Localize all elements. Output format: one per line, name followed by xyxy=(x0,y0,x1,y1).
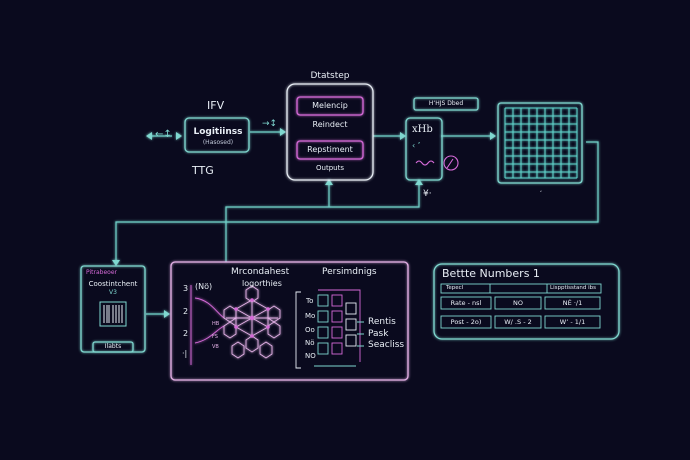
table-panel xyxy=(433,263,620,340)
module-subtitle: logorthies xyxy=(242,279,282,288)
logistics-subtitle: (Hasosed) xyxy=(202,139,234,146)
permutation-title: Persimdnigs xyxy=(322,267,377,277)
network-graph xyxy=(190,285,281,365)
axis-num-3: 3 xyxy=(183,284,189,293)
output-pask: Pask xyxy=(368,329,389,339)
table-rules xyxy=(440,283,602,329)
datastep-box xyxy=(286,83,374,181)
row-label-no: NO xyxy=(305,352,316,360)
table-title: Bettte Numbers 1 xyxy=(442,267,540,280)
ifv-label: IFV xyxy=(207,99,225,112)
mid-arrow-glyph: →↕ xyxy=(262,119,278,129)
line-grid-loop xyxy=(115,141,599,262)
repstiment-label: Repstiment xyxy=(307,145,353,154)
table-cell: W’ - 1/1 xyxy=(559,318,586,326)
connectors xyxy=(115,131,599,315)
transcript-footer: Ilabts xyxy=(104,343,122,350)
boxes xyxy=(80,83,620,381)
module-title: Mrcondahest xyxy=(231,267,290,277)
table-cell: Post - 2o) xyxy=(450,318,482,326)
network-nodes xyxy=(234,298,270,338)
left-arrow-glyph: ←↕ xyxy=(155,129,172,140)
datastep-title: Dtatstep xyxy=(310,71,350,81)
logistics-box xyxy=(184,117,250,153)
arrowheads xyxy=(112,128,496,318)
module-number: (Nö) xyxy=(195,282,213,291)
xhb-label: xHb xyxy=(412,124,433,135)
repstiment-box xyxy=(296,140,364,160)
transcript-title: Coostintchent xyxy=(88,280,138,288)
axis-num-2a: 2 xyxy=(183,307,189,316)
barcode-icon xyxy=(99,301,127,327)
melencip-box xyxy=(296,96,364,116)
reindect-label: Reindect xyxy=(312,120,348,129)
xhb-symbol: ‹ ’ xyxy=(412,141,421,150)
table-header-2: Lispptisstand ibs xyxy=(550,285,596,291)
xhb-box xyxy=(405,117,443,181)
wave-icon xyxy=(415,160,435,166)
axis-num-h: ·| xyxy=(182,349,188,358)
table-cell: W/ .S - 2 xyxy=(504,318,532,326)
permutation-matrix xyxy=(295,289,364,369)
table-cell: Rate - nsl xyxy=(450,299,482,307)
transcript-header: Pitrabeoer xyxy=(86,269,117,276)
axis-num-2b: 2 xyxy=(183,329,189,338)
node-label-vb: VB xyxy=(212,344,219,350)
transcript-version: V3 xyxy=(109,289,117,296)
row-label-nd: Nö xyxy=(305,339,315,347)
table-cell: NO xyxy=(513,299,523,307)
table-header-0: Tepecl xyxy=(446,285,464,291)
row-label-oo: Oo xyxy=(305,326,315,334)
table-cell: NÉ ·/1 xyxy=(562,299,583,307)
row-label-mo: Mo xyxy=(305,312,316,320)
grid-dot: ‘ xyxy=(540,190,542,197)
person-icon xyxy=(443,155,459,171)
tr-footer-box xyxy=(92,341,134,353)
node-label-fs: FS xyxy=(212,334,218,340)
xhb-icons xyxy=(415,155,459,171)
middle-module-box xyxy=(170,261,409,381)
grid-box xyxy=(497,102,583,184)
melencip-label: Melencip xyxy=(312,101,348,110)
output-rentis: Rentis xyxy=(368,317,396,327)
hj-bed-box xyxy=(413,97,479,111)
outputs-label: Outputs xyxy=(316,164,344,172)
ttg-label: TTG xyxy=(192,164,214,177)
node-label-hb: HB xyxy=(212,321,220,327)
logistics-title: Logitiinss xyxy=(193,127,243,137)
output-seacliss: Seacliss xyxy=(368,340,405,350)
bottom-symbol: ¥· xyxy=(423,189,432,199)
row-label-to: To xyxy=(306,297,314,305)
hj-bed-label: H‘HJS Dbed xyxy=(428,100,464,107)
line-mid-to-xhb xyxy=(225,183,420,262)
heatmap-grid xyxy=(504,107,578,179)
